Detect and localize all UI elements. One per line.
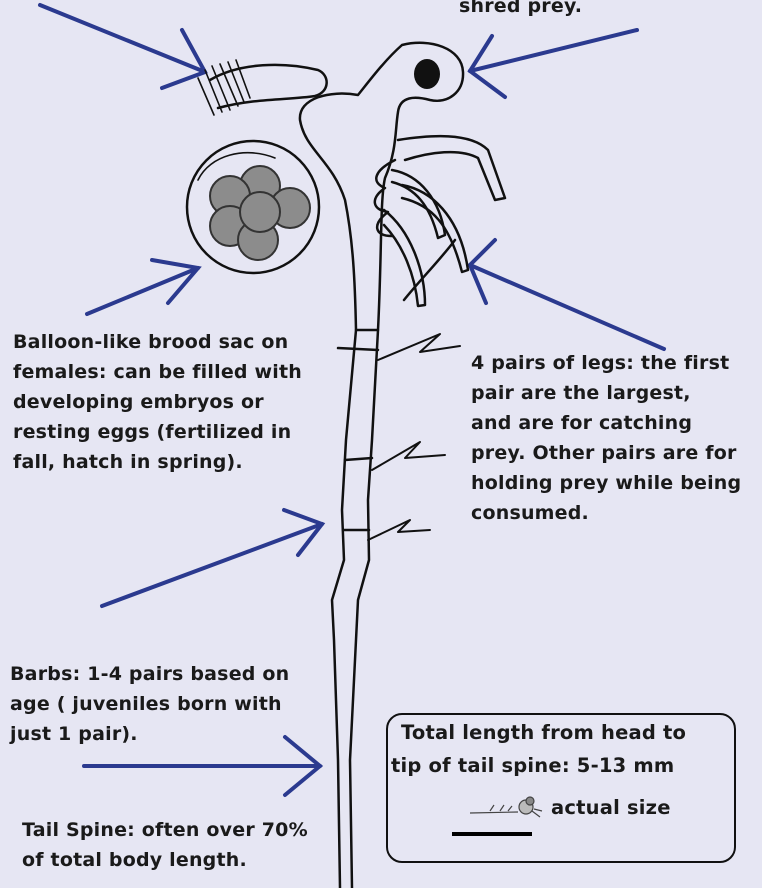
size-text-line-2: tip of tail spine: 5-13 mm (391, 751, 674, 781)
label-line: tip of tail spine: 5-13 mm (391, 751, 674, 781)
body-section-right (350, 330, 378, 888)
label-line: actual size (551, 793, 671, 823)
barbs (368, 334, 460, 540)
label-line: consumed. (471, 498, 741, 528)
label-line: holding prey while being (471, 468, 741, 498)
actual-size-label: actual size (551, 793, 671, 823)
label-line: age ( juveniles born with (10, 689, 289, 719)
legs-front (375, 136, 505, 306)
label-line: females: can be filled with (13, 357, 302, 387)
label-line: prey. Other pairs are for (471, 438, 741, 468)
label-line: 4 pairs of legs: the first (471, 348, 741, 378)
arrow-barbs (102, 510, 322, 606)
arrow-top-left (40, 5, 205, 88)
label-shred-prey: shred prey. (459, 0, 582, 21)
tiny-daphnia-icon (470, 793, 546, 823)
label-line: pair are the largest, (471, 378, 741, 408)
arrow-top-right (470, 30, 637, 97)
label-tail-spine: Tail Spine: often over 70% of total body… (22, 815, 308, 875)
arrow-legs (470, 240, 664, 349)
label-brood-sac: Balloon-like brood sac on females: can b… (13, 327, 302, 477)
label-line: resting eggs (fertilized in (13, 417, 302, 447)
label-barbs: Barbs: 1-4 pairs based on age ( juvenile… (10, 659, 289, 749)
label-line: Balloon-like brood sac on (13, 327, 302, 357)
scale-bar (452, 832, 532, 836)
arrow-brood (87, 260, 198, 314)
label-line: developing embryos or (13, 387, 302, 417)
label-legs: 4 pairs of legs: the first pair are the … (471, 348, 741, 528)
size-info-box: Total length from head to tip of tail sp… (386, 713, 736, 863)
body-section (332, 330, 356, 888)
label-line: Tail Spine: often over 70% (22, 815, 308, 845)
label-line: shred prey. (459, 0, 582, 21)
label-line: Total length from head to (401, 718, 686, 748)
eye (414, 59, 440, 89)
label-line: of total body length. (22, 845, 308, 875)
label-line: Barbs: 1-4 pairs based on (10, 659, 289, 689)
size-text-line-1: Total length from head to (401, 718, 686, 748)
label-line: just 1 pair). (10, 719, 289, 749)
label-line: and are for catching (471, 408, 741, 438)
label-line: fall, hatch in spring). (13, 447, 302, 477)
